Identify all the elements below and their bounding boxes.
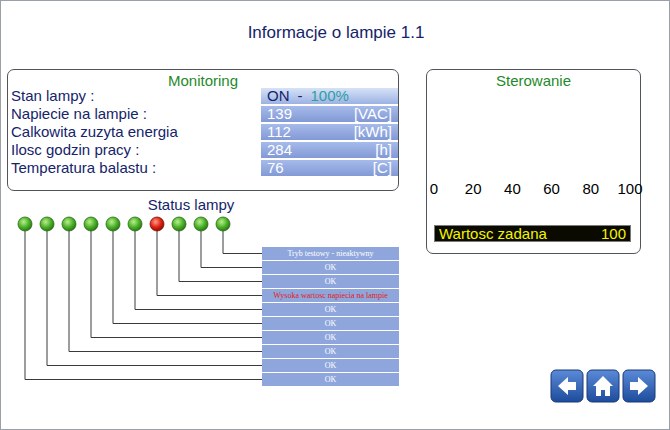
status-message: Wysoka wartosc napiecia na lampie: [262, 289, 399, 302]
value-text: Tryb testowy - nieaktywny: [287, 247, 373, 260]
leader-line: [135, 231, 262, 310]
leader-line: [113, 231, 262, 324]
leader-line: [223, 231, 262, 254]
leader-line: [69, 231, 262, 352]
status-message: OK: [262, 317, 399, 330]
value-text: OK: [325, 275, 337, 288]
status-led: [84, 217, 98, 231]
status-led: [194, 217, 208, 231]
value-text: [kWh]: [354, 124, 392, 140]
status-led: [106, 217, 120, 231]
value-text: OK: [325, 359, 337, 372]
setpoint-display: Wartosc zadana 100: [434, 225, 631, 242]
value-text: 100%: [311, 88, 349, 104]
value-text: OK: [325, 317, 337, 330]
value-text: OK: [325, 261, 337, 274]
screen-title: Informacje o lampie 1.1: [248, 23, 425, 43]
field-label: Ilosc godzin pracy :: [11, 142, 139, 158]
value-text: OK: [325, 303, 337, 316]
status-message: OK: [262, 331, 399, 344]
voltage-value: 139 [VAC]: [261, 106, 398, 122]
hours-value: 284 [h]: [261, 142, 398, 158]
lamp-state-value: ON-100%: [261, 88, 398, 104]
leader-line: [47, 231, 262, 366]
scale-number: 100: [617, 181, 642, 197]
nav-buttons: [551, 370, 655, 402]
scale-number: 20: [465, 181, 482, 197]
value-text: 284: [267, 142, 292, 158]
control-panel: SterowanieWartosc zadana 100: [426, 69, 641, 254]
status-led: [40, 217, 54, 231]
value-text: [h]: [375, 142, 392, 158]
value-text: OK: [325, 331, 337, 344]
status-message: OK: [262, 261, 399, 274]
status-message: OK: [262, 275, 399, 288]
status-led: [18, 217, 32, 231]
temperature-value: 76 [C]: [261, 160, 398, 176]
field-label: Stan lampy :: [11, 88, 94, 104]
status-message: Tryb testowy - nieaktywny: [262, 247, 399, 260]
scale-number: 40: [504, 181, 521, 197]
value-text: -: [298, 88, 303, 104]
value-text: OK: [325, 373, 337, 386]
leader-line: [91, 231, 262, 338]
status-led: [150, 217, 164, 231]
value-text: Wysoka wartosc napiecia na lampie: [273, 289, 388, 302]
value-text: 76: [267, 160, 284, 176]
leader-line: [179, 231, 262, 282]
status-led: [62, 217, 76, 231]
value-text: OK: [325, 345, 337, 358]
leader-line: [201, 231, 262, 268]
value-text: Wartosc zadana: [439, 226, 547, 242]
status-message: OK: [262, 345, 399, 358]
value-text: 100: [601, 226, 626, 242]
status-led: [216, 217, 230, 231]
status-message: OK: [262, 373, 399, 386]
status-message: OK: [262, 359, 399, 372]
scale-number: 60: [543, 181, 560, 197]
field-label: Temperatura balastu :: [11, 160, 156, 176]
value-text: [C]: [373, 160, 392, 176]
status-indicators: [18, 217, 262, 380]
value-text: 139: [267, 106, 292, 122]
scale-number: 80: [582, 181, 599, 197]
panel-heading: Sterowanie: [427, 72, 640, 90]
status-led: [172, 217, 186, 231]
value-text: 112: [267, 124, 291, 140]
energy-value: 112 [kWh]: [261, 124, 398, 140]
value-text: ON: [267, 88, 290, 104]
leader-line: [25, 231, 262, 380]
section-heading: Status lampy: [148, 197, 235, 213]
leader-line: [157, 231, 262, 296]
field-label: Napiecie na lampie :: [11, 106, 147, 122]
status-message: OK: [262, 303, 399, 316]
value-text: [VAC]: [354, 106, 392, 122]
field-label: Calkowita zuzyta energia: [11, 124, 178, 140]
status-led: [128, 217, 142, 231]
scale-number: 0: [430, 181, 438, 197]
